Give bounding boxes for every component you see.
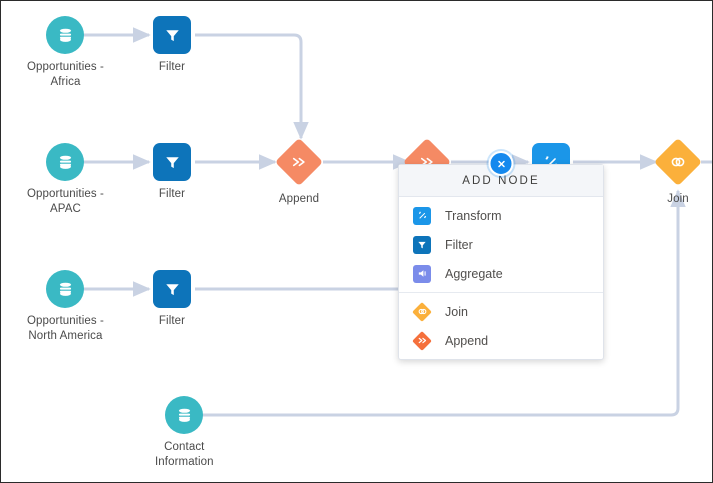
close-icon[interactable] [488,151,514,176]
aggregate-icon [412,264,432,284]
database-icon [46,143,84,181]
node-label: Filter [158,61,186,73]
node-contact-information[interactable]: Contact Information [155,396,214,470]
database-icon [165,396,203,434]
menu-item-transform[interactable]: Transform [399,201,603,230]
append-shape [274,137,324,187]
join-icon [654,138,702,186]
node-filter-3[interactable]: Filter [153,270,191,329]
node-opportunities-apac[interactable]: Opportunities - APAC [27,143,104,217]
filter-icon [412,235,432,255]
append-icon [412,330,432,351]
node-label: Opportunities - Africa [27,61,104,88]
dataset-shape [46,143,85,181]
popup-title: ADD NODE [462,174,540,187]
menu-item-label: Aggregate [445,266,503,281]
menu-item-label: Filter [445,237,473,252]
menu-item-join[interactable]: Join [399,297,603,326]
node-label: Contact Information [155,441,214,468]
node-label: Opportunities - APAC [27,188,104,215]
filter-shape [153,143,191,181]
dataset-shape [165,396,204,434]
funnel-icon [153,16,191,54]
join-shape [653,137,703,187]
menu-group-operations: Transform Filter [399,197,603,292]
menu-group-combine: Join Append [399,292,603,359]
node-append-1[interactable]: Append [274,137,324,207]
database-icon [46,270,84,308]
node-opportunities-north-america[interactable]: Opportunities - North America [27,270,104,344]
node-label: Filter [158,188,186,200]
node-label: Filter [158,315,186,327]
append-icon [275,138,323,186]
node-label: Opportunities - North America [27,315,104,342]
menu-item-append[interactable]: Append [399,326,603,355]
node-join-1[interactable]: Join [653,137,703,207]
join-icon [412,301,432,322]
node-opportunities-africa[interactable]: Opportunities - Africa [27,16,104,90]
funnel-icon [153,270,191,308]
menu-item-aggregate[interactable]: Aggregate [399,259,603,288]
menu-item-label: Append [445,333,489,348]
node-filter-1[interactable]: Filter [153,16,191,75]
node-label: Join [667,193,689,205]
dataset-shape [46,16,85,54]
dataset-shape [46,270,85,308]
node-filter-2[interactable]: Filter [153,143,191,202]
menu-item-filter[interactable]: Filter [399,230,603,259]
menu-item-label: Transform [445,208,502,223]
funnel-icon [153,143,191,181]
filter-shape [153,16,191,54]
menu-item-label: Join [445,304,468,319]
filter-shape [153,270,191,308]
node-label: Append [278,193,320,205]
transform-icon [412,206,432,226]
add-node-popup: ADD NODE Transform [398,151,604,360]
database-icon [46,16,84,54]
